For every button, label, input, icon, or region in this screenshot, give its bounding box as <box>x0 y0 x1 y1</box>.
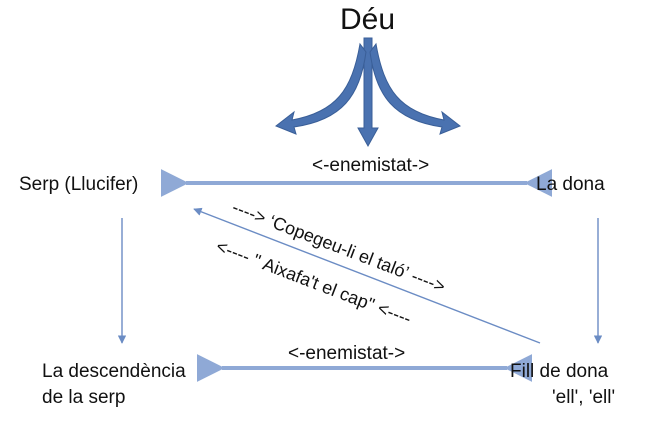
enmity-bottom-label: <-enemistat-> <box>288 343 406 364</box>
fill-label-line1: Fill de dona <box>510 361 609 382</box>
descendencia-label-line2: de la serp <box>42 387 126 408</box>
fill-label-line2: 'ell', 'ell' <box>552 387 616 408</box>
deu-title: Déu <box>340 3 396 36</box>
fill-to-serp-diagonal-arrow <box>193 207 541 344</box>
enmity-top-label: <-enemistat-> <box>312 155 430 176</box>
serp-label: Serp (Llucifer) <box>19 174 139 195</box>
trident-arrow-icon <box>275 37 461 148</box>
dona-label: La dona <box>536 174 605 195</box>
descendencia-label-line1: La descendència <box>42 361 186 382</box>
